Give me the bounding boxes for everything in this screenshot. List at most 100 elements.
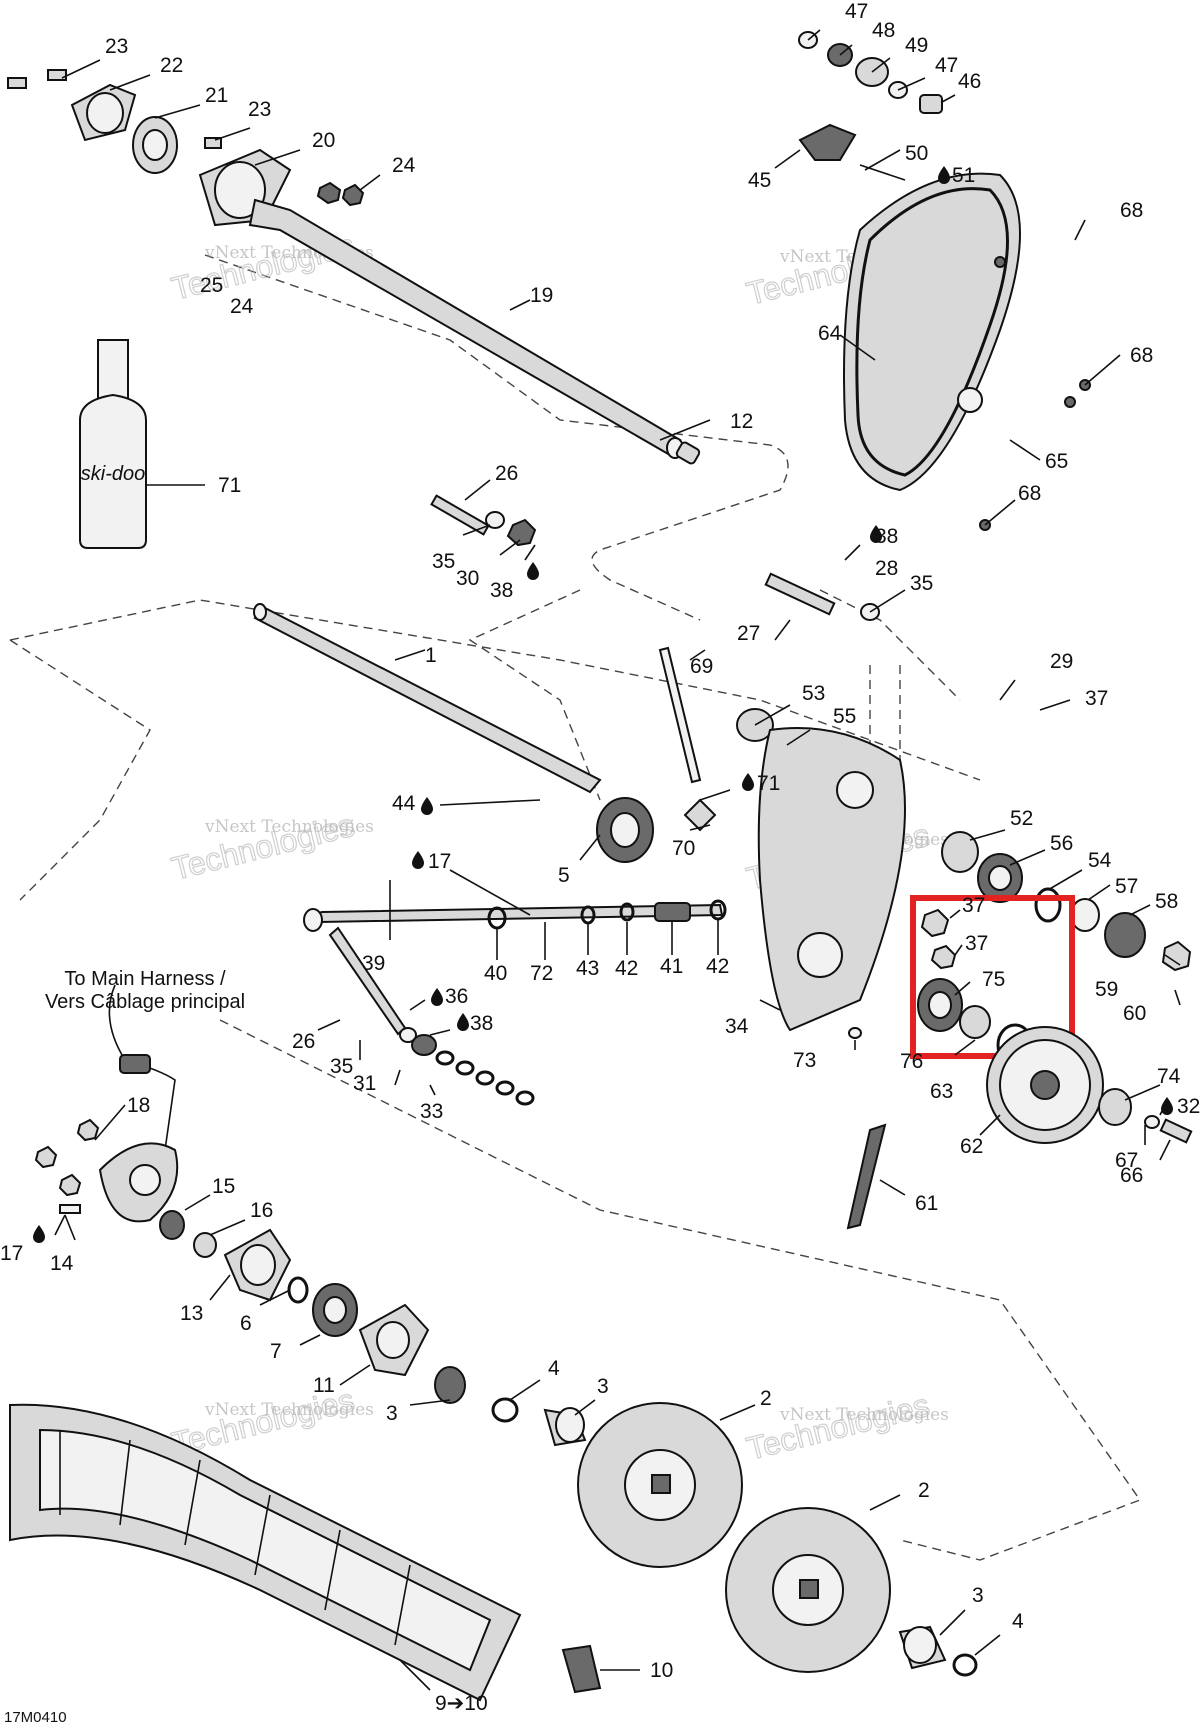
callout-label: 68 [1018,482,1041,505]
callout-label: 43 [576,957,599,980]
callout-label: 3 [597,1375,609,1398]
callout-label: 24 [230,295,254,318]
callout-label: 7 [270,1340,282,1363]
nut-icon [76,1118,100,1142]
oil-drop-icon [431,988,443,1006]
callout-label: 32 [1177,1095,1200,1118]
bolt-icon [430,494,490,536]
harness-note-line: Vers Câblage principal [45,991,245,1013]
callout-label: 17 [428,850,451,873]
oil-drop-icon [870,525,882,543]
gasket-icon [683,798,717,832]
nut-icon [316,181,342,205]
callout-label: 4 [1012,1610,1024,1633]
bracket-icon [798,123,857,161]
callout-label: 42 [706,955,729,978]
callout-label: 38 [875,525,898,548]
gear-assembly [846,1026,1193,1230]
callout-label: 34 [725,1015,749,1038]
callout-label: 63 [930,1080,953,1103]
callout-label: 37 [962,894,985,917]
callout-label: 26 [495,462,518,485]
spring-icon [654,902,691,922]
chaincase-housing [757,727,1192,1032]
bolt-icon [7,77,27,89]
callout-label: 4 [548,1357,560,1380]
bolt-icon [1159,1118,1193,1144]
oil-bottle-icon: ski-doo [79,339,147,549]
bolt-icon [764,572,836,616]
callout-label: 31 [353,1072,376,1095]
callout-label: 20 [312,129,335,152]
callout-label: 65 [1045,450,1068,473]
chaincase-icon [757,727,906,1032]
callout-label: 74 [1157,1065,1181,1088]
oil-drop-icon [938,166,950,184]
callout-label: 15 [212,1175,235,1198]
callout-label: 14 [50,1252,74,1275]
callout-label: 23 [105,35,128,58]
callout-label: 24 [392,154,416,177]
callout-label: 29 [1050,650,1073,673]
callout-label: 40 [484,962,507,985]
callout-label: 30 [456,567,479,590]
callout-label: 72 [530,962,553,985]
callout-label: 35 [432,550,455,573]
drive-chain-icon [846,1123,887,1230]
callout-label: 48 [872,19,895,42]
screw-icon [59,1204,81,1214]
oil-drop-icon [421,797,433,815]
callout-label: 1 [425,644,437,667]
sprocket-icon [1104,912,1146,958]
cap-icon [675,441,701,465]
dashed-group-outlines [9,254,1142,1561]
callout-label: 55 [833,705,856,728]
upper-shaft-assembly [7,69,701,465]
nut-icon [506,518,537,547]
watermark-text: vNext Technologies [204,817,374,837]
nut-icon [34,1145,58,1169]
lower-components [303,899,862,1106]
callout-label: 38 [470,1012,493,1035]
callout-label: 2 [918,1479,930,1502]
callout-label: 10 [650,1659,673,1682]
main-shaft-icon [253,606,602,794]
nut-icon [58,1173,82,1197]
callout-label: 33 [420,1100,443,1123]
bolt-icon [204,137,222,149]
callout-label: 60 [1123,1002,1146,1025]
callout-label: 51 [952,164,975,187]
callout-label: 17 [0,1242,23,1265]
oil-drop-icon [412,851,424,869]
callout-label: 18 [127,1094,150,1117]
callout-label: 67 [1115,1149,1138,1172]
callout-label: 6 [240,1312,252,1335]
nut-icon [341,183,365,207]
callout-label: 12 [730,410,753,433]
bolt-icon [328,926,407,1036]
bushing-icon [193,1232,217,1258]
callout-label: 57 [1115,875,1138,898]
callout-label: 68 [1120,199,1143,222]
callout-label: 45 [748,169,771,192]
callout-label: 25 [200,274,223,297]
callout-label: 11 [313,1374,335,1397]
callout-label: 37 [965,932,988,955]
drive-shaft-icon [248,198,682,457]
callout-label: 3 [386,1402,398,1425]
callout-label: 47 [845,0,868,23]
watermark-text: vNext Technologies [779,1405,949,1425]
callout-label: 69 [690,655,713,678]
callout-label: 53 [802,682,825,705]
callout-label: 16 [250,1199,273,1222]
callout-label: 75 [982,968,1005,991]
callout-label: 71 [218,474,241,497]
oil-drop-icon [527,562,539,580]
callout-label: 52 [1010,807,1033,830]
callout-label: 64 [818,322,842,345]
callout-label: 58 [1155,890,1178,913]
seal-icon [434,1366,466,1404]
callout-label: 73 [793,1049,816,1072]
callout-label: 35 [330,1055,353,1078]
bearing-icon [941,831,979,873]
